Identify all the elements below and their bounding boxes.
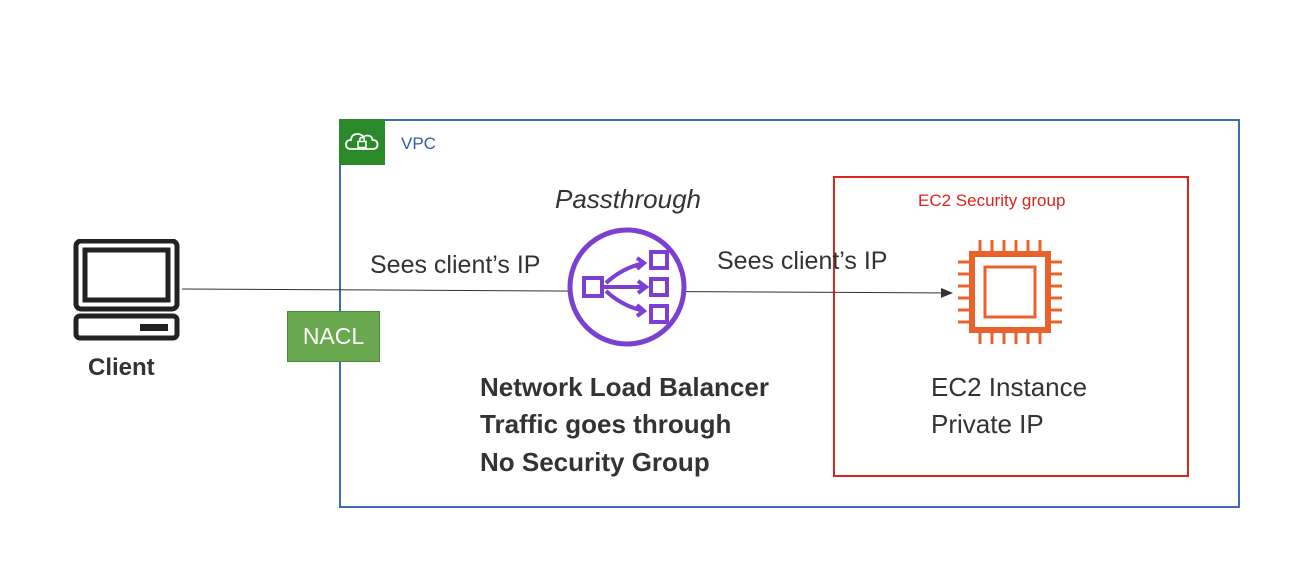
computer-icon	[73, 239, 180, 341]
security-group-label: EC2 Security group	[918, 191, 1066, 210]
nlb-traffic-note: Traffic goes through	[480, 409, 732, 439]
vpc-label: VPC	[401, 134, 436, 153]
security-group-boundary	[833, 176, 1189, 477]
client-ip-label-left: Sees client’s IP	[370, 251, 541, 279]
nlb-security-note: No Security Group	[480, 447, 710, 477]
client-label: Client	[88, 354, 155, 381]
vpc-badge	[339, 119, 385, 165]
nlb-title: Network Load Balancer	[480, 372, 769, 402]
passthrough-label: Passthrough	[555, 184, 701, 214]
nacl-badge: NACL	[287, 311, 380, 362]
network-load-balancer-icon	[567, 227, 687, 347]
ec2-instance-label: EC2 Instance	[931, 372, 1088, 402]
ec2-chip-icon	[958, 240, 1062, 344]
ec2-private-ip-label: Private IP	[931, 409, 1044, 439]
cloud-lock-icon	[345, 133, 379, 150]
client-ip-label-right: Sees client’s IP	[717, 247, 888, 275]
